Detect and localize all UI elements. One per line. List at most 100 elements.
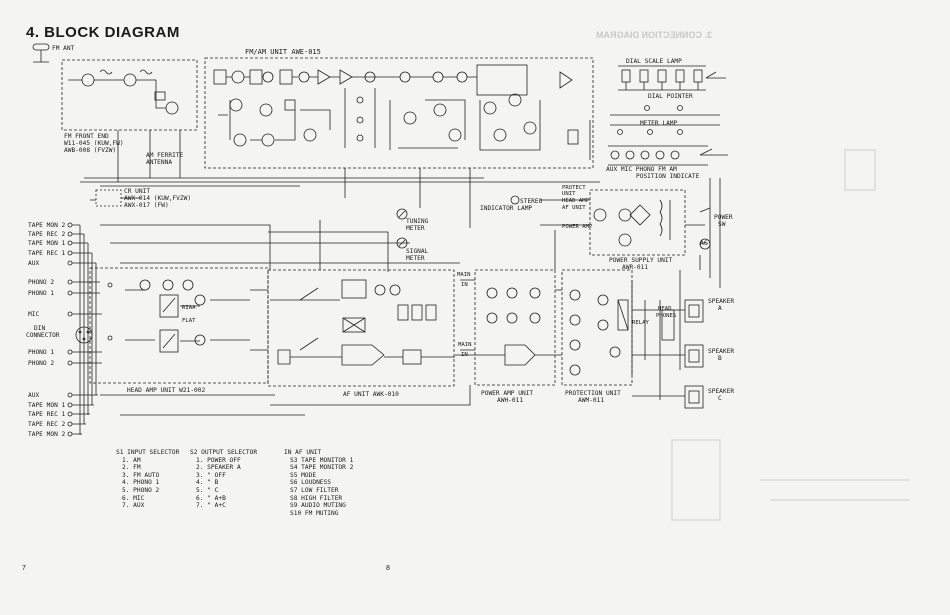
legend-item: 1. AM [122,456,141,464]
legend-item: S10 FM MUTING [290,509,339,517]
riaa-label: RIAA [182,305,196,311]
flat-label: FLAT [182,318,196,324]
power-supply-unit-label-1: POWER SUPPLY UNIT [609,257,673,264]
legend-item: 6. " A+B [196,494,226,502]
jack-label: AUX [28,392,40,399]
jack-label: PHONO 1 [28,290,55,297]
power-sw-label-2: SW [718,221,726,228]
jack-label: TAPE MON 1 [28,240,66,247]
din-connector-label-1: DIN [34,325,46,332]
fm-am-unit-label: FM/AM UNIT AWE-015 [245,48,321,56]
speaker-c-label-2: C [718,395,722,402]
legend-item: S6 LOUDNESS [290,479,331,487]
speaker-b-label-2: B [718,355,722,362]
cr-unit-label-2: AWX-014 (KUW,FVZW) [124,195,192,202]
main-in-label-2a: MAIN [458,342,472,348]
legend-item: S9 AUDIO MUTING [290,502,346,510]
protection-unit-label-1: PROTECTION UNIT [565,390,621,397]
jack-label: PHONO 2 [28,279,55,286]
legend-item: S5 MODE [290,471,317,479]
tuning-meter-label-2: METER [406,225,425,232]
speaker-b-label-1: SPEAKER [708,348,735,355]
fm-front-end-label-2: W11-045 (KUW,FW) [64,140,124,147]
legend-af-unit: IN AF UNIT S3 TAPE MONITOR 1 S4 TAPE MON… [284,449,353,517]
speaker-a-label-2: A [718,305,722,312]
af-unit-label: AF UNIT AWK-010 [343,391,399,398]
jack-label: TAPE REC 2 [28,421,66,428]
power-amp-short-label: POWER AMP [562,224,593,230]
power-amp-unit-label-1: POWER AMP UNIT [481,390,534,397]
cr-unit-label-3: AWX-017 (FW) [124,202,169,209]
legend-item: 4. " B [196,479,219,487]
legend-item: 7. AUX [122,502,145,510]
stereo-label-2: INDICATOR LAMP [480,205,533,212]
jack-label: TAPE REC 1 [28,250,66,257]
power-supply-unit-label-2: AWR-011 [622,264,649,271]
signal-meter-label-1: SIGNAL [406,248,429,255]
speaker-a-label-1: SPEAKER [708,298,735,305]
legend-item: 1. POWER OFF [196,456,241,464]
legend-input-selector: S1 INPUT SELECTOR 1. AM 2. FM 3. FM AUTO… [116,449,179,510]
protect-label-1: PROTECT [562,185,586,191]
head-phones-label-2: PHONES [656,313,677,319]
cr-unit-label-1: CR UNIT [124,188,151,195]
legend-heading: S2 OUTPUT SELECTOR [190,449,258,456]
stereo-label-1: STEREO [520,198,543,205]
page-number-right: 8 [386,565,390,572]
signal-meter-label-2: METER [406,255,425,262]
protection-unit-label-2: AWM-011 [578,397,605,404]
legend-item: S7 LOW FILTER [290,486,339,494]
fm-front-end-label-1: FM FRONT END [64,133,109,140]
jack-label: TAPE MON 2 [28,222,66,229]
meter-lamp-label: METER LAMP [640,120,678,127]
power-sw-label-1: POWER [714,214,733,221]
power-amp-unit-label-2: AWH-011 [497,397,524,404]
protect-label-2: UNIT [562,191,576,197]
jack-label: PHONO 2 [28,360,55,367]
legend-item: 2. FM [122,464,141,472]
legend-item: S8 HIGH FILTER [290,494,343,502]
head-amp-unit-label: HEAD AMP UNIT W21-002 [127,387,206,394]
jack-label: TAPE REC 1 [28,411,66,418]
dial-scale-lamp-label: DIAL SCALE LAMP [626,58,682,65]
relay-label: RELAY [632,320,649,326]
am-antenna-label-2: ANTENNA [146,159,173,166]
legend-item: 5. " C [196,486,219,494]
legend-item: 3. " OFF [196,471,226,479]
dial-pointer-label: DIAL POINTER [648,93,693,100]
fm-front-end-label-3: AWB-008 (FVZW) [64,147,117,154]
legend-item: 4. PHONO 1 [122,479,160,487]
legend-item: 5. PHONO 2 [122,486,160,494]
protect-label-3: HEAD AMP [562,198,589,204]
legend-output-selector: S2 OUTPUT SELECTOR 1. POWER OFF 2. SPEAK… [190,449,257,510]
fm-antenna-label: FM ANT [52,45,75,52]
legend-heading: IN AF UNIT [284,449,322,456]
head-phones-label-1: HEAD [658,306,672,312]
main-in-label-1b: IN [461,282,468,288]
din-connector-label-2: CONNECTOR [26,332,60,339]
position-indicate-label-2: POSITION INDICATE [636,173,700,180]
jack-label: MIC [28,311,40,318]
ac-label: AC [700,240,708,247]
am-antenna-label-1: AM FERRITE [146,152,184,159]
jack-label: PHONO 1 [28,349,55,356]
page-number-left: 7 [22,565,26,572]
jack-label: TAPE REC 2 [28,231,66,238]
jack-label: AUX [28,260,40,267]
speaker-c-label-1: SPEAKER [708,388,735,395]
legend-item: 2. SPEAKER A [196,464,241,472]
protect-label-4: AF UNIT [562,205,586,211]
position-indicate-label-1: AUX MIC PHONO FM AM [606,166,677,173]
legend-item: 7. " A+C [196,502,226,510]
legend-item: 3. FM AUTO [122,471,160,479]
legend-item: 6. MIC [122,494,145,502]
page-title: 4. BLOCK DIAGRAM [26,24,180,41]
legend-item: S4 TAPE MONITOR 2 [290,464,354,472]
legend-heading: S1 INPUT SELECTOR [116,449,180,456]
jack-label: TAPE MON 2 [28,431,66,438]
tuning-meter-label-1: TUNING [406,218,429,225]
main-in-label-1a: MAIN [457,272,471,278]
jack-label: TAPE MON 1 [28,402,66,409]
